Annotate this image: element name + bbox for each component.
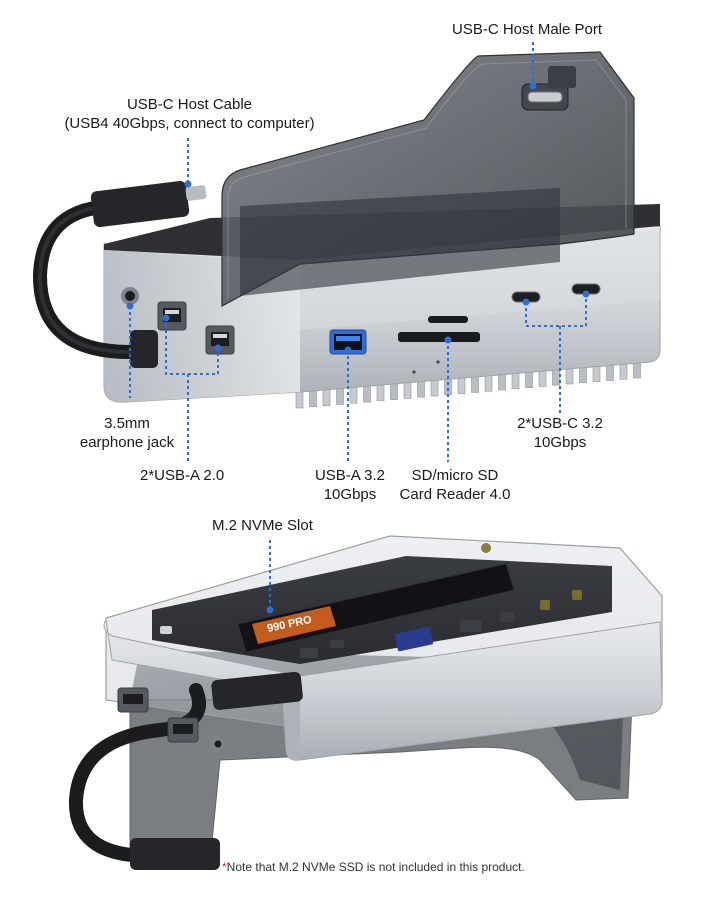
label-sd-line1: SD/micro SD: [411, 467, 499, 484]
callout-dots-top: [126, 82, 590, 354]
port-earphone-jack: [121, 287, 139, 305]
port-usb-a-side-1: [117, 687, 149, 713]
label-nvme-slot: M.2 NVMe Slot: [212, 517, 313, 534]
hub-nvme-view: 990 PRO: [68, 535, 663, 870]
disclaimer-note: *Note that M.2 NVMe SSD is not included …: [222, 860, 525, 874]
label-usb-a-3-line1: USB-A 3.2: [314, 467, 386, 484]
note-asterisk: *: [222, 860, 227, 874]
port-earphone-side: [211, 737, 225, 751]
label-usb-a-3-line2: 10Gbps: [323, 486, 377, 503]
label-usb-a-2: 2*USB-A 2.0: [140, 467, 225, 484]
hub-top-view: [32, 51, 661, 409]
port-usb-a-3: [329, 329, 367, 355]
note-text: Note that M.2 NVMe SSD is not included i…: [226, 860, 525, 874]
pcb-components: [160, 543, 582, 658]
label-usb-c-male-port: USB-C Host Male Port: [452, 21, 603, 38]
label-sd-card-reader: SD/micro SD Card Reader 4.0: [388, 466, 522, 504]
label-usb-c-host-cable: USB-C Host Cable (USB4 40Gbps, connect t…: [57, 95, 322, 133]
usb-c-male-plug: [521, 66, 576, 111]
label-host-cable-line1: USB-C Host Cable: [126, 96, 253, 113]
port-usb-a-2-left: [157, 301, 187, 331]
port-sd-card-reader: [398, 316, 480, 374]
nvme-ssd: 990 PRO: [237, 563, 515, 653]
label-usb-a-3: USB-A 3.2 10Gbps: [300, 466, 400, 504]
label-host-cable-line2: (USB4 40Gbps, connect to computer): [64, 115, 315, 132]
callout-nvme: [266, 540, 274, 614]
label-earphone-line2: earphone jack: [79, 434, 175, 451]
usb-c-host-cable: [32, 180, 207, 368]
label-sd-line2: Card Reader 4.0: [399, 486, 511, 503]
label-earphone-line1: 3.5mm: [104, 415, 150, 432]
label-usb-c-line1: 2*USB-C 3.2: [517, 415, 603, 432]
port-usb-a-2-right: [205, 325, 235, 355]
label-earphone-jack: 3.5mm earphone jack: [62, 414, 192, 452]
label-usb-c-3: 2*USB-C 3.2 10Gbps: [504, 414, 616, 452]
label-usb-c-line2: 10Gbps: [533, 434, 587, 451]
callout-lines-top: [129, 42, 587, 462]
port-usb-a-side-2: [167, 717, 199, 743]
